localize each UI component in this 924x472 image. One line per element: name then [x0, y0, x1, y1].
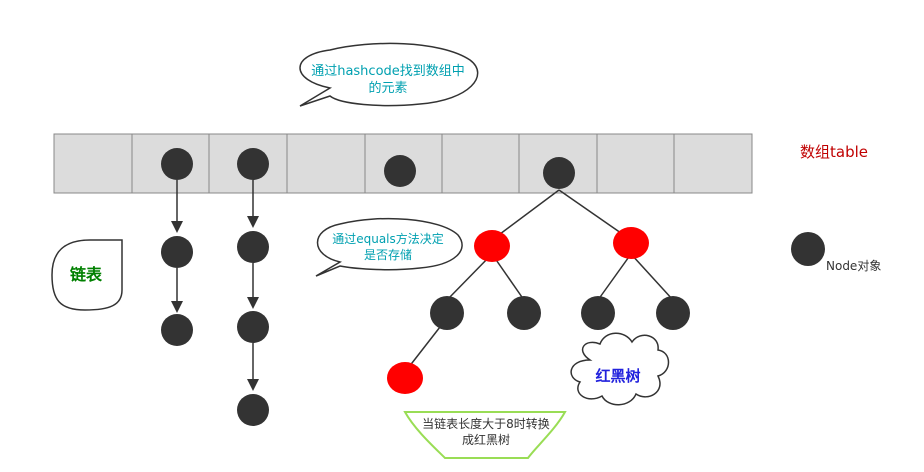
equals-callout-line2: 是否存储	[364, 247, 412, 262]
list1-node-1	[161, 236, 193, 268]
conversion-note-line1: 当链表长度大于8时转换	[422, 416, 550, 431]
array-node-4	[543, 157, 575, 189]
array-node-1	[161, 148, 193, 180]
rbtree-black-node-1	[430, 296, 464, 330]
hashcode-callout-line2: 的元素	[368, 80, 407, 96]
array-node-2	[237, 148, 269, 180]
list2-node-3	[237, 394, 269, 426]
rbtree-black-node-4	[656, 296, 690, 330]
rbtree-black-node-3	[581, 296, 615, 330]
array-table-label: 数组table	[800, 143, 868, 161]
list2-node-2	[237, 311, 269, 343]
conversion-note: 当链表长度大于8时转换 成红黑树	[403, 411, 567, 459]
rbtree-cloud: 红黑树	[570, 332, 670, 406]
linked-list-label: 链表	[70, 265, 103, 284]
hashcode-callout: 通过hashcode找到数组中 的元素	[299, 42, 479, 107]
rbtree-red-node-left	[474, 230, 510, 262]
list2-node-1	[237, 231, 269, 263]
node-legend-label: Node对象	[826, 259, 881, 273]
node-legend: Node对象	[791, 232, 881, 273]
hashcode-callout-line1: 通过hashcode找到数组中	[311, 64, 465, 79]
list1-node-2	[161, 314, 193, 346]
equals-callout: 通过equals方法决定 是否存储	[315, 217, 463, 277]
conversion-note-line2: 成红黑树	[462, 432, 510, 447]
linked-list-label-shape: 链表	[51, 239, 123, 311]
rbtree-black-node-2	[507, 296, 541, 330]
node-legend-icon	[791, 232, 825, 266]
rbtree-red-node-right	[613, 227, 649, 259]
equals-callout-line1: 通过equals方法决定	[332, 231, 444, 246]
array-node-3	[384, 155, 416, 187]
rbtree-label: 红黑树	[595, 367, 640, 385]
rbtree-red-node-leaf	[387, 362, 423, 394]
red-black-tree-edges	[404, 189, 674, 373]
